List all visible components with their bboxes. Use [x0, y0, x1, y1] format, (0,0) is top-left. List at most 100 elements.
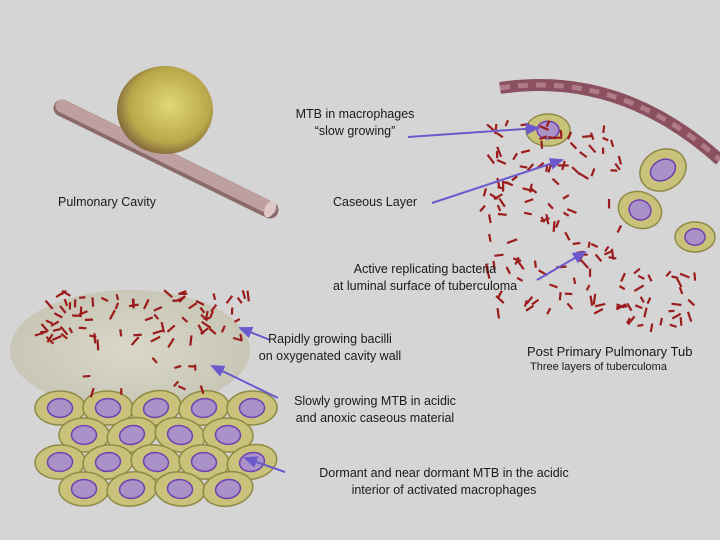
bacterium [634, 304, 643, 310]
bacterium [593, 308, 604, 315]
bacterium [51, 335, 62, 342]
bacterium [78, 326, 87, 330]
bacterium [497, 212, 507, 216]
bacterium [592, 293, 597, 305]
bacterium [496, 146, 503, 158]
bacterium [79, 296, 86, 299]
label-mtb-macrophages: MTB in macrophages “slow growing” [280, 106, 430, 140]
bacterium [174, 364, 182, 369]
bacterium [637, 323, 644, 327]
bacterium [679, 272, 690, 279]
label-post-primary-subtitle: Three layers of tuberculoma [530, 361, 667, 373]
bacterium [199, 306, 206, 314]
bacterium [487, 214, 492, 224]
bacterium [567, 131, 573, 140]
bacterium [220, 325, 226, 333]
macrophage [130, 389, 182, 427]
bacterium [153, 306, 163, 312]
bacterium [539, 125, 549, 131]
bacterium [678, 286, 684, 295]
bacterium [494, 123, 498, 135]
bacterium [34, 331, 45, 337]
bacterium [486, 269, 491, 279]
bacterium [578, 172, 590, 180]
bacterium [60, 332, 68, 340]
bacterium [564, 231, 571, 241]
bacterium [620, 272, 626, 283]
bacterium [100, 296, 109, 302]
bacterium [671, 302, 682, 307]
bacterium [525, 304, 535, 312]
label-line: Slowly growing MTB in acidic [294, 394, 456, 408]
bacterium [233, 318, 241, 323]
bacterium [108, 309, 116, 320]
macrophage [178, 390, 230, 426]
bacterium [152, 329, 163, 335]
bacterium [633, 267, 641, 275]
bacterium [579, 151, 588, 159]
bacterium [627, 315, 636, 326]
bacterium [594, 302, 606, 308]
label-active-bacteria: Active replicating bacteria at luminal s… [300, 261, 550, 295]
bacterium [547, 202, 554, 210]
bacterium [516, 276, 524, 282]
bacterium [558, 292, 562, 301]
bacterium [181, 316, 189, 323]
label-line: interior of activated macrophages [351, 483, 537, 497]
bacterium [197, 324, 205, 335]
bacterium [153, 313, 160, 320]
bacterium [552, 221, 556, 232]
pointer-arrows [210, 122, 587, 473]
bacterium [486, 154, 496, 165]
bacterium [580, 259, 590, 269]
bacterium [506, 238, 518, 245]
bacterium [604, 245, 610, 253]
bacterium [89, 387, 95, 398]
bacterium [50, 320, 60, 327]
bacterium [590, 243, 599, 248]
bacterium [225, 295, 234, 304]
bacterium [91, 297, 95, 307]
bacterium [546, 307, 552, 315]
bacterium [53, 312, 63, 319]
bacterium [594, 253, 603, 263]
cavity-nodule [117, 66, 213, 154]
bacterium [566, 302, 574, 310]
macrophage [202, 417, 254, 453]
bacterium [609, 139, 615, 148]
label-rapid-bacilli: Rapidly growing bacilli on oxygenated ca… [255, 331, 405, 365]
bacterium [177, 385, 186, 391]
bacterium [616, 305, 628, 309]
bacterium [602, 125, 606, 133]
bacterium [539, 135, 548, 141]
label-pulmonary-cavity: Pulmonary Cavity [58, 195, 156, 209]
bacterium [626, 302, 633, 312]
bacterium [212, 293, 217, 301]
bacterium [566, 208, 577, 214]
bacterium [616, 224, 623, 234]
bacterium [524, 198, 534, 204]
label-line: on oxygenated cavity wall [258, 349, 402, 363]
bacterium [189, 335, 193, 346]
bacterium [512, 152, 519, 161]
bacterium [482, 188, 488, 197]
cavity-wall [10, 290, 250, 410]
bacterium [551, 177, 560, 186]
bacterium [547, 164, 552, 173]
bacterium [52, 327, 62, 332]
bacterium [520, 123, 530, 127]
bacterium [525, 296, 534, 305]
bacterium [495, 132, 504, 139]
label-line: MTB in macrophages [295, 107, 415, 121]
bacterium [496, 308, 501, 319]
label-line: Active replicating bacteria [353, 262, 497, 276]
label-caseous-layer: Caseous Layer [333, 195, 418, 209]
bacterium [588, 144, 597, 154]
bacterium [540, 140, 544, 149]
bacterium [93, 333, 97, 344]
arrow-caseous-layer [431, 158, 564, 204]
macrophage [34, 390, 86, 426]
bacterium [492, 260, 496, 270]
label-line: “slow growing” [314, 124, 396, 138]
